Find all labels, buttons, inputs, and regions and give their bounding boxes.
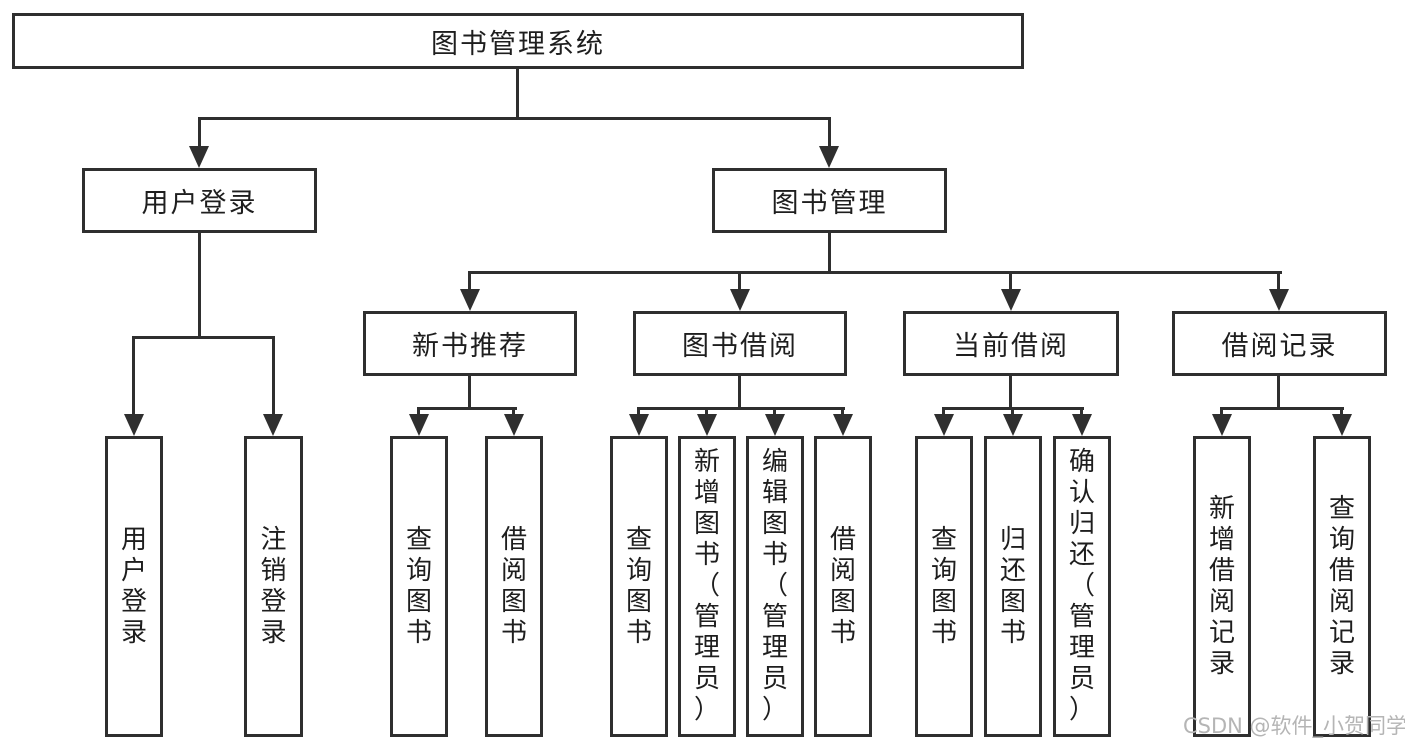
leaf-query-books-recommend: 查 询 图 书 [390,436,448,737]
node-current-borrowing: 当前借阅 [903,311,1119,376]
node-label: 借 阅 图 书 [829,524,856,648]
connector-line [512,407,515,416]
connector-line [1080,407,1083,416]
node-label: 图书管理 [771,188,888,219]
node-book-management-branch: 图书管理 [712,168,947,233]
connector-line [468,271,471,291]
watermark-csdn: CSDN @软件_小贺同学 [1183,714,1405,738]
node-label: 查 询 图 书 [405,524,432,648]
connector-line [198,117,831,120]
connector-line [942,407,945,416]
connector-line [417,407,420,416]
connector-line [828,233,831,273]
connector-line [828,117,831,147]
connector-line [468,271,1282,274]
node-label: 新书推荐 [412,331,528,362]
node-label: 用 户 登 录 [120,524,147,648]
arrow-down-icon [263,414,283,436]
connector-line [1340,407,1343,416]
leaf-confirm-return-admin: 确 认 归 还 （ 管 理 员 ） [1053,436,1111,737]
connector-line [1009,271,1012,291]
node-label: 注 销 登 录 [260,524,287,648]
leaf-query-books-current: 查 询 图 书 [915,436,973,737]
leaf-user-login: 用 户 登 录 [105,436,163,737]
node-label: 查 询 借 阅 记 录 [1328,493,1355,679]
connector-line [1011,407,1014,416]
arrow-down-icon [1332,414,1352,436]
connector-line [417,407,517,410]
leaf-add-book-admin: 新 增 图 书 （ 管 理 员 ） [678,436,736,737]
connector-line [1009,376,1012,409]
arrow-down-icon [697,414,717,436]
connector-line [1277,271,1280,291]
connector-line [738,376,741,409]
leaf-borrow-books-recommend: 借 阅 图 书 [485,436,543,737]
node-label: 编 辑 图 书 （ 管 理 员 ） [761,447,788,725]
connector-line [773,407,776,416]
arrow-down-icon [629,414,649,436]
node-label: 新 增 图 书 （ 管 理 员 ） [693,447,720,725]
node-label: 借 阅 图 书 [500,524,527,648]
node-label: 查 询 图 书 [625,524,652,648]
arrow-down-icon [1072,414,1092,436]
connector-line [468,376,471,409]
connector-line [198,233,201,337]
arrow-down-icon [934,414,954,436]
leaf-query-borrow-record: 查 询 借 阅 记 录 [1313,436,1371,737]
connector-line [133,336,275,339]
connector-line [1220,407,1223,416]
node-label: 确 认 归 还 （ 管 理 员 ） [1068,447,1095,725]
arrow-down-icon [819,146,839,168]
connector-line [738,271,741,291]
leaf-add-borrow-record: 新 增 借 阅 记 录 [1193,436,1251,737]
arrow-down-icon [1001,289,1021,311]
node-label: 用户登录 [141,188,258,219]
node-label: 查 询 图 书 [930,524,957,648]
connector-line [637,407,640,416]
arrow-down-icon [1003,414,1023,436]
connector-line [841,407,844,416]
connector-line [272,336,275,416]
node-library-system-root: 图书管理系统 [12,13,1024,69]
node-book-borrowing: 图书借阅 [633,311,847,376]
node-label: 借阅记录 [1221,331,1338,362]
node-label: 归 还 图 书 [999,524,1026,648]
node-new-book-recommend: 新书推荐 [363,311,577,376]
arrow-down-icon [124,414,144,436]
node-label: 新 增 借 阅 记 录 [1208,493,1235,679]
connector-line [1277,376,1280,409]
leaf-logout: 注 销 登 录 [244,436,303,737]
leaf-query-books-borrowing: 查 询 图 书 [610,436,668,737]
leaf-borrow-books-borrowing: 借 阅 图 书 [814,436,872,737]
leaf-edit-book-admin: 编 辑 图 书 （ 管 理 员 ） [746,436,804,737]
node-label: 图书借阅 [682,331,798,362]
node-label: 图书管理系统 [431,28,605,60]
arrow-down-icon [504,414,524,436]
arrow-down-icon [1269,289,1289,311]
arrow-down-icon [833,414,853,436]
node-borrowing-records: 借阅记录 [1172,311,1387,376]
connector-line [516,69,519,118]
node-user-login-branch: 用户登录 [82,168,317,233]
arrow-down-icon [409,414,429,436]
connector-line [1220,407,1344,410]
connector-line [198,117,201,147]
arrow-down-icon [1212,414,1232,436]
leaf-return-books: 归 还 图 书 [984,436,1042,737]
node-label: 当前借阅 [953,331,1069,362]
arrow-down-icon [460,289,480,311]
arrow-down-icon [765,414,785,436]
connector-line [705,407,708,416]
connector-line [637,407,845,410]
arrow-down-icon [189,146,209,168]
arrow-down-icon [730,289,750,311]
connector-line [132,336,135,416]
